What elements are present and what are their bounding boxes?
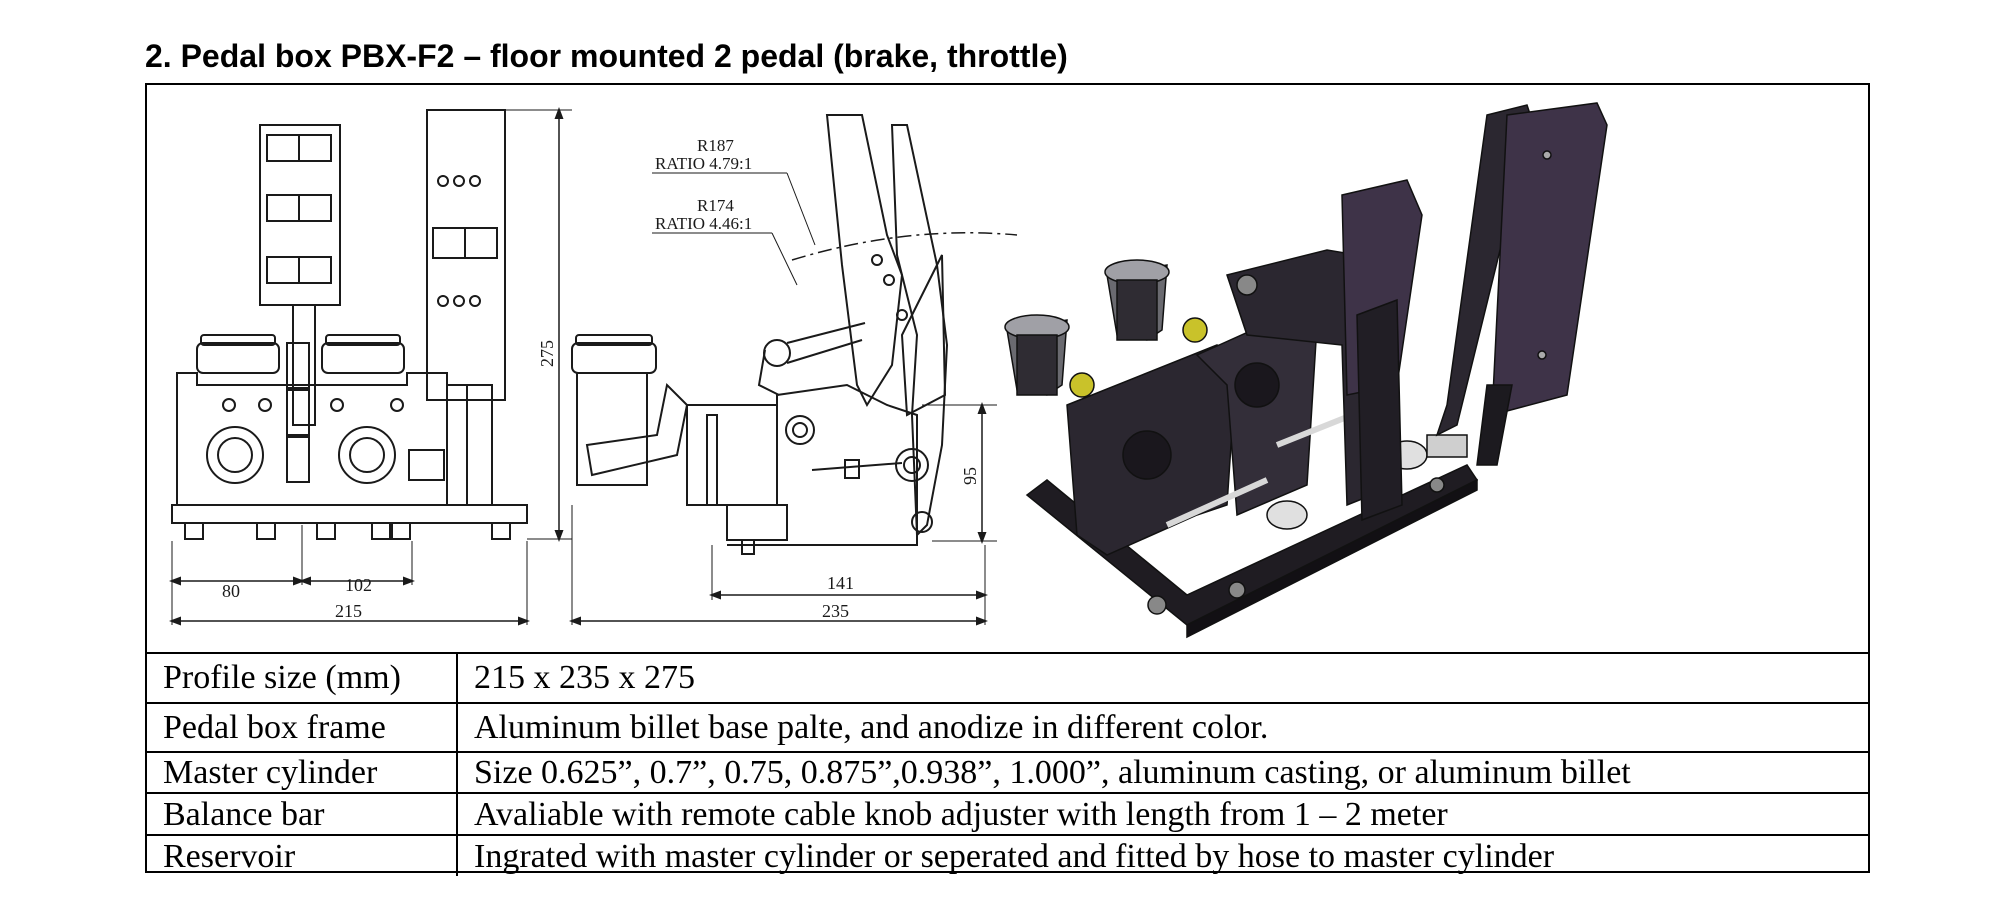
callout-ratio-479: RATIO 4.79:1: [655, 154, 752, 173]
dim-height-275: 275: [537, 340, 557, 367]
spec-value: Size 0.625”, 0.7”, 0.75, 0.875”,0.938”, …: [457, 750, 1868, 794]
callout-ratio-446: RATIO 4.46:1: [655, 214, 752, 233]
technical-drawing: 80 102 215 275: [169, 102, 1608, 639]
dim-side-141: 141: [827, 573, 854, 593]
side-view-drawing: [569, 114, 1018, 626]
callout-r174: R174: [697, 196, 734, 215]
spec-value: 215 x 235 x 275: [474, 659, 695, 697]
table-row: Balance bar Avaliable with remote cable …: [147, 792, 1868, 836]
dim-front-215: 215: [335, 601, 362, 621]
table-row: Master cylinder Size 0.625”, 0.7”, 0.75,…: [147, 750, 1868, 794]
dim-side-235: 235: [822, 601, 849, 621]
figure-area: 80 102 215 275: [147, 85, 1868, 654]
dim-front-102: 102: [345, 575, 372, 595]
spec-label: Master cylinder: [147, 750, 458, 794]
spec-frame: 80 102 215 275: [145, 83, 1870, 877]
spec-value: Aluminum billet base palte, and anodize …: [457, 702, 1868, 752]
spec-label: Balance bar: [147, 792, 458, 836]
spec-label: Reservoir: [147, 834, 458, 877]
spec-table: Profile size (mm) 215 x 235 x 275 Pedal …: [147, 654, 1868, 877]
isometric-render: [1004, 102, 1608, 639]
table-row: Profile size (mm) 215 x 235 x 275: [147, 654, 1868, 703]
spec-label: Pedal box frame: [147, 702, 458, 752]
spec-value: Avaliable with remote cable knob adjuste…: [457, 792, 1868, 836]
table-row: Pedal box frame Aluminum billet base pal…: [147, 702, 1868, 752]
page-title: 2. Pedal box PBX-F2 – floor mounted 2 pe…: [145, 38, 1068, 74]
spec-label: Profile size (mm): [147, 654, 458, 703]
callout-r187: R187: [697, 136, 734, 155]
front-view-drawing: [169, 107, 572, 626]
spec-value: Ingrated with master cylinder or seperat…: [457, 834, 1868, 877]
dim-side-95: 95: [960, 467, 980, 485]
table-row: Reservoir Ingrated with master cylinder …: [147, 834, 1868, 877]
dim-front-80: 80: [222, 581, 240, 601]
